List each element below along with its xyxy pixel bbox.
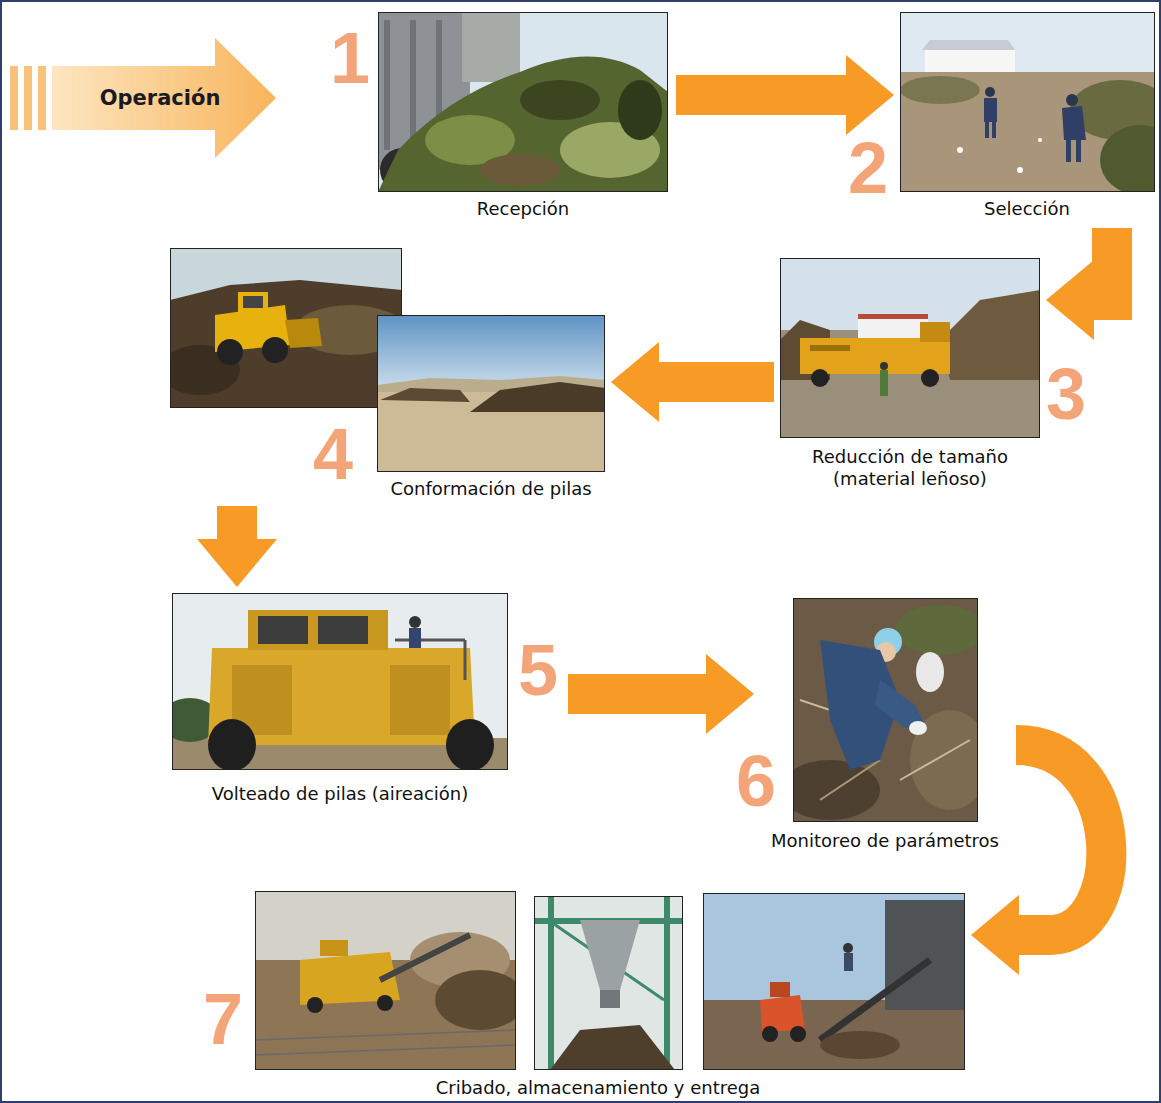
step-caption: Cribado, almacenamiento y entrega: [434, 1077, 763, 1099]
step-caption: Recepción: [475, 198, 572, 220]
process-step: 1Recepción: [378, 12, 668, 224]
arrow-body: [217, 506, 257, 541]
step-number: 2: [848, 132, 888, 204]
flow-arrow: [1046, 228, 1112, 340]
arrow-head: [197, 539, 277, 587]
arrow-head: [611, 342, 659, 422]
step-caption: Conformación de pilas: [388, 478, 593, 500]
process-step: 2Selección: [900, 12, 1155, 224]
photo-delivery: [703, 893, 965, 1070]
flow-arrow: [971, 745, 1106, 975]
process-step: 5Volteado de pilas (aireación): [172, 593, 562, 813]
step-caption: Reducción de tamaño (material leñoso): [790, 446, 1030, 490]
process-step: 7Cribado, almacenamiento y entrega: [255, 891, 965, 1101]
photo-loader: [170, 248, 402, 408]
flow-arrow: [611, 342, 774, 422]
arrow-body: [676, 75, 848, 115]
operation-arrow: Operación: [10, 38, 278, 158]
arrow-body: [1092, 228, 1112, 300]
process-step: 3Reducción de tamaño (material leñoso): [780, 258, 1040, 488]
arrow-body: [568, 674, 708, 714]
step-number: 6: [736, 745, 776, 817]
arrow-head: [846, 55, 894, 135]
photo-storage: [534, 896, 683, 1070]
photo-turner: [172, 593, 508, 770]
process-step: 4Conformación de pilas: [170, 248, 605, 502]
photo-reception: [378, 12, 668, 192]
photo-windrows: [377, 315, 605, 472]
process-step: 6Monitoreo de parámetros: [760, 598, 1010, 853]
step-number: 4: [313, 418, 353, 490]
photo-size-reduction: [780, 258, 1040, 438]
arrow-body: [1016, 745, 1106, 935]
operation-label: Operación: [100, 85, 221, 111]
photo-selection: [900, 12, 1155, 192]
flow-arrow: [197, 506, 277, 587]
step-number: 7: [203, 983, 243, 1055]
step-number: 1: [330, 22, 370, 94]
arrow-head: [1046, 260, 1094, 340]
flow-arrow: [676, 55, 894, 135]
step-number: 5: [518, 634, 558, 706]
flow-arrow: [568, 654, 754, 734]
step-caption: Volteado de pilas (aireación): [210, 783, 471, 805]
step-caption: Selección: [982, 198, 1072, 220]
step-caption: Monitoreo de parámetros: [769, 830, 1001, 852]
arrow-body: [657, 362, 774, 402]
photo-screening: [255, 891, 516, 1070]
arrow-head: [971, 895, 1019, 975]
photo-monitoring: [793, 598, 978, 822]
arrow-head: [706, 654, 754, 734]
step-number: 3: [1046, 358, 1086, 430]
